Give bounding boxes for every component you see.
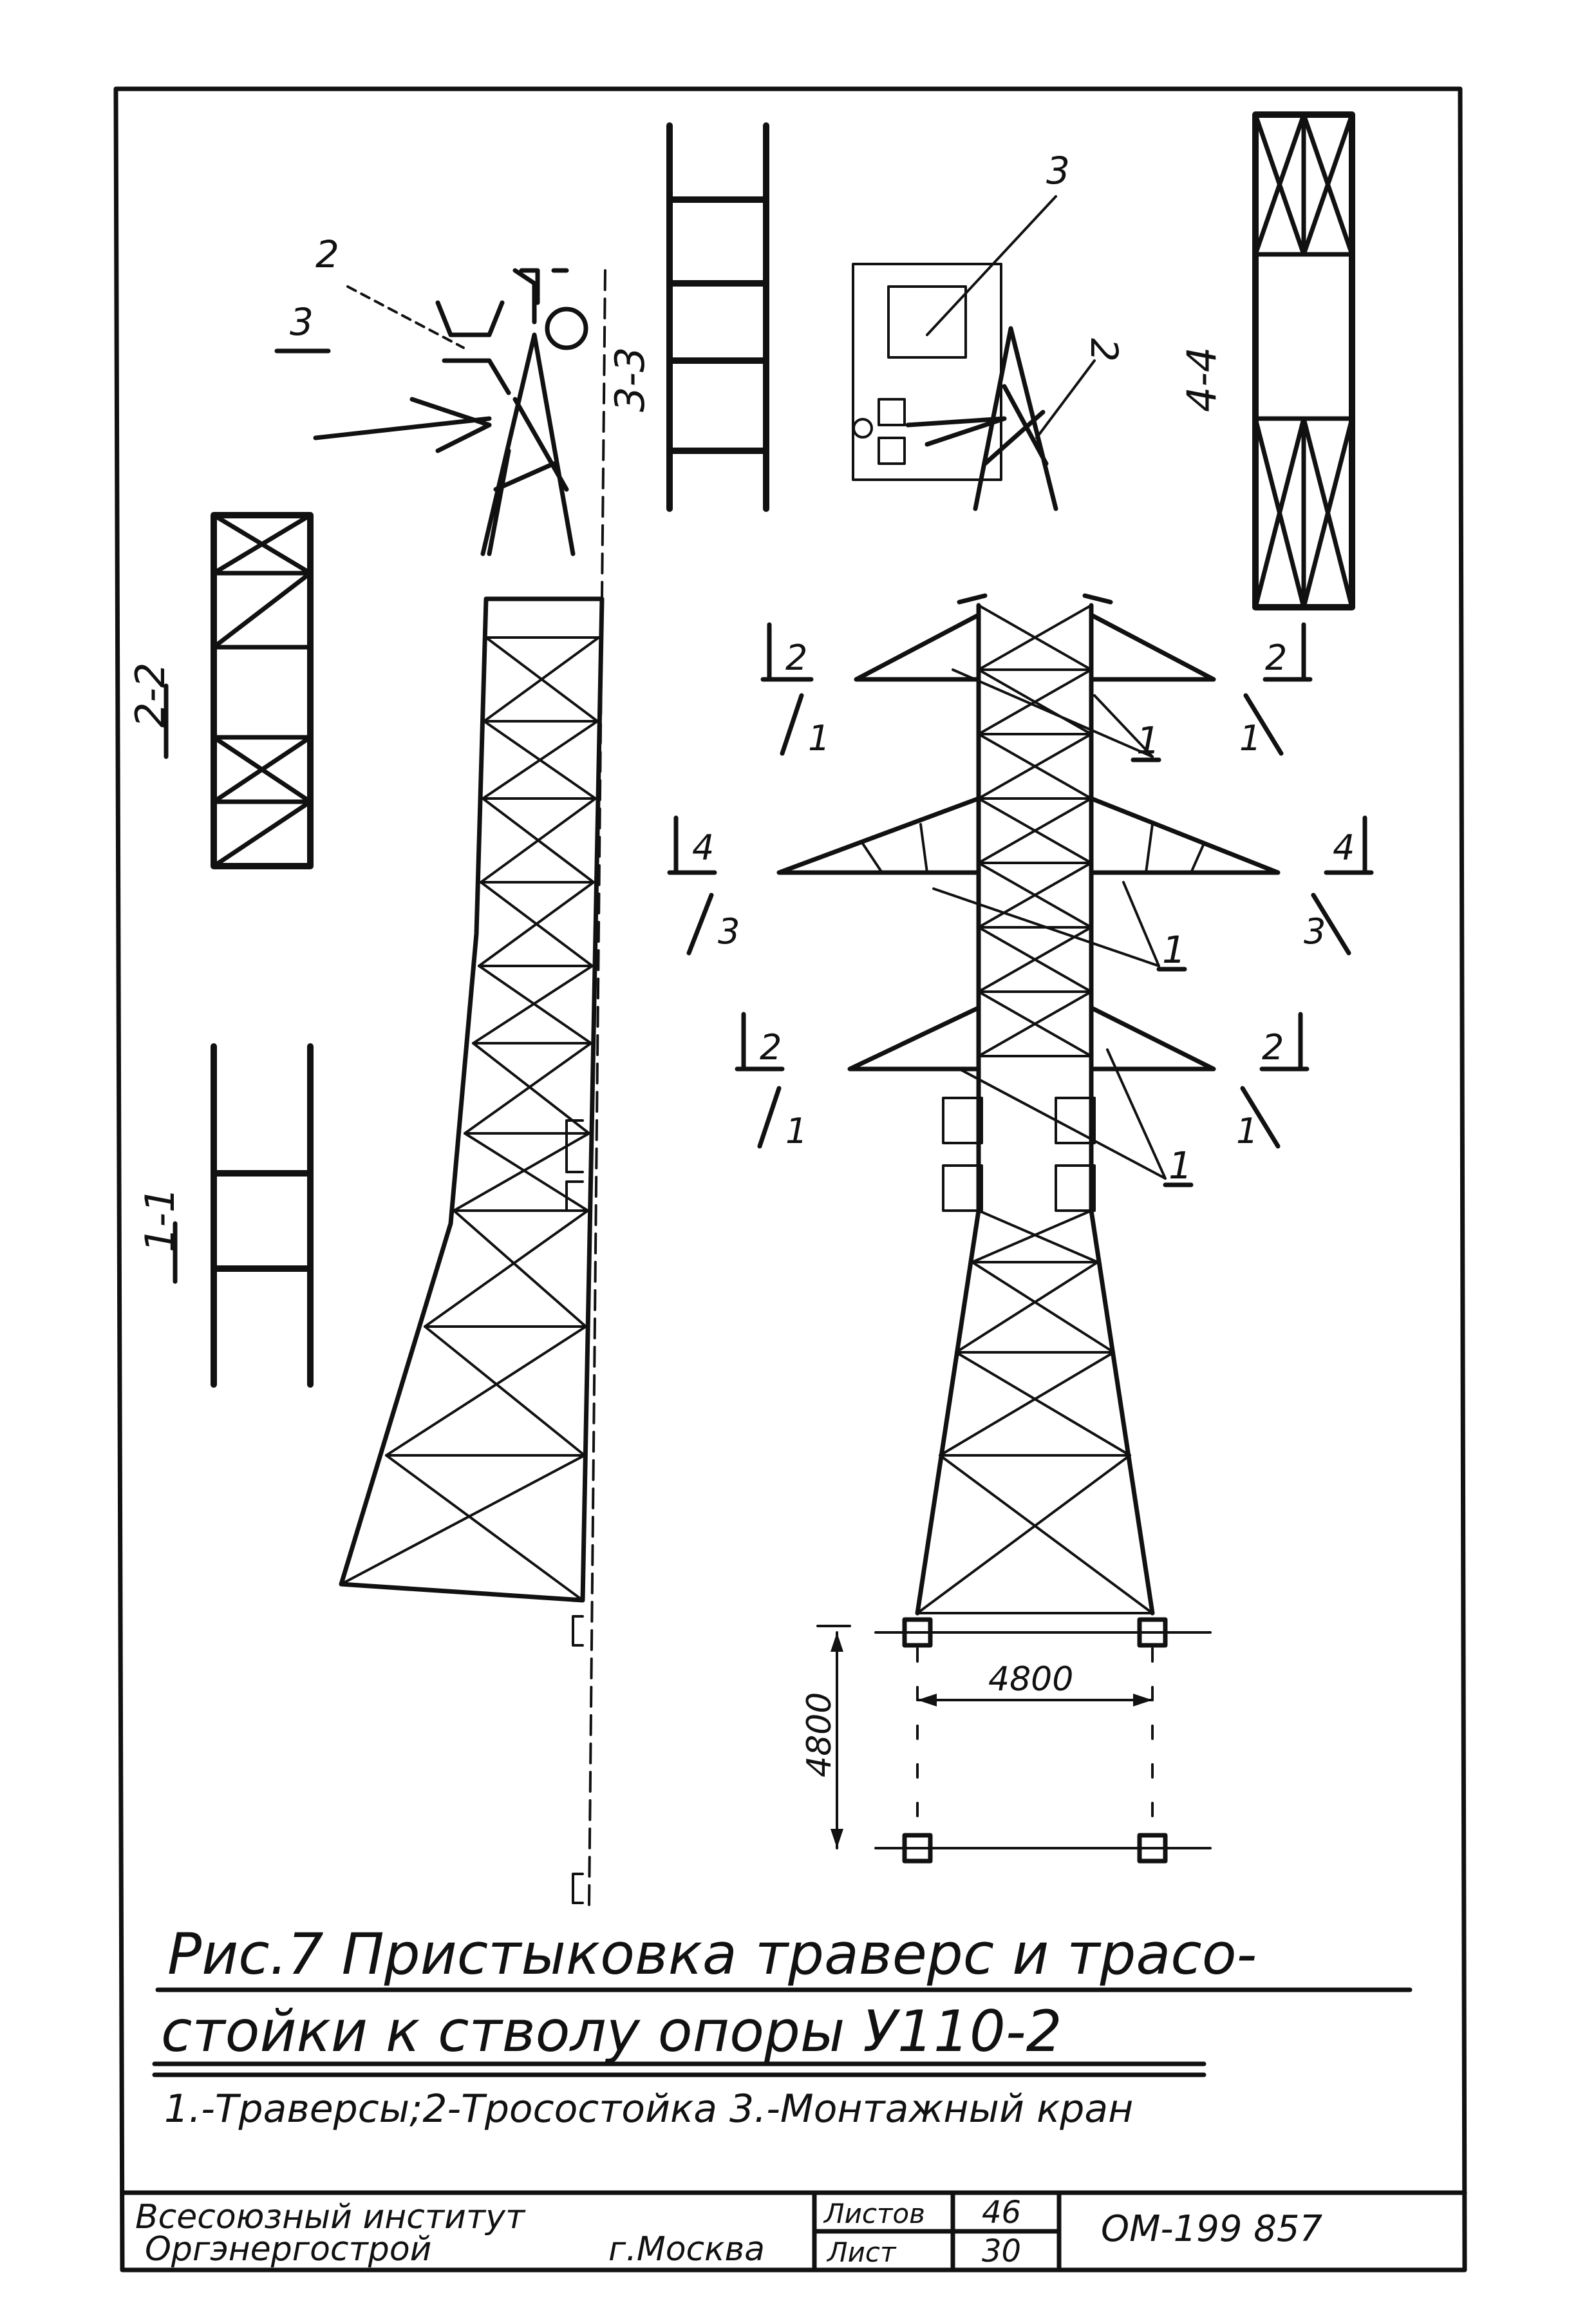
cut-mark-1-upper-left: 1 [808, 718, 830, 759]
callout-2-top: 2 [1082, 338, 1126, 362]
drawing-frame [113, 86, 1467, 2273]
dimension-base-depth: 4800 [800, 1692, 839, 1777]
callout-1-top: 1 [1136, 719, 1160, 762]
cut-mark-2-lower-left: 2 [760, 1027, 782, 1068]
section-markers: 2 1 2 1 4 3 4 3 2 1 2 1 [667, 622, 1374, 1151]
title-org-line-1: Всесоюзный институт [135, 2198, 526, 2236]
traverse-callouts: 1 1 1 [932, 668, 1194, 1187]
crane-side-view: 2 3 [274, 232, 588, 556]
cut-mark-2-upper-left: 2 [785, 638, 807, 678]
title-sheets-value: 46 [982, 2195, 1021, 2231]
cut-mark-1-upper-right: 1 [1239, 718, 1261, 759]
section-1-1-view: 1-1 [136, 1043, 314, 1388]
section-4-4-label: 4-4 [1178, 347, 1225, 412]
callout-3-top: 3 [1046, 149, 1070, 193]
cut-mark-3-right: 3 [1304, 911, 1326, 952]
callout-2-crane: 2 [315, 232, 339, 276]
dimension-base-width: 4800 [988, 1660, 1073, 1699]
title-sheet-label: Лист [826, 2236, 897, 2268]
title-city: г.Москва [608, 2230, 765, 2269]
title-block: Всесоюзный институт Оргэнергострой г.Мос… [120, 2190, 1467, 2273]
title-sheets-label: Листов [823, 2198, 925, 2229]
cut-mark-2-upper-right: 2 [1265, 638, 1287, 678]
section-4-4-view: 4-4 [1178, 111, 1355, 610]
tower-side-view [339, 269, 606, 1907]
cut-mark-4-left: 4 [692, 827, 714, 868]
caption-legend: 1.-Траверсы;2-Тросостойка 3.-Монтажный к… [164, 2086, 1133, 2132]
cut-mark-3-left: 3 [718, 911, 740, 952]
cut-mark-4-right: 4 [1333, 827, 1355, 868]
section-3-3-label: 3-3 [606, 347, 653, 412]
cut-mark-2-lower-right: 2 [1262, 1027, 1284, 1068]
callout-3-crane: 3 [290, 300, 314, 344]
section-2-2-view: 2-2 [127, 512, 314, 869]
base-dimensions: 4800 4800 [800, 1625, 1212, 1849]
callout-1-middle: 1 [1162, 928, 1186, 972]
caption-line-1: Рис.7 Пристыковка траверс и трасо- [167, 1921, 1257, 1987]
tower-front-view [776, 593, 1281, 1864]
section-3-3-view: 3-3 [606, 122, 769, 512]
title-org-line-2: Оргэнергострой [145, 2230, 431, 2269]
caption-line-2: стойки к стволу опоры У110-2 [161, 1998, 1062, 2065]
crane-top-view: 3 2 [852, 149, 1126, 511]
cut-mark-1-lower-right: 1 [1236, 1111, 1258, 1151]
callout-1-bottom: 1 [1169, 1144, 1192, 1187]
cut-mark-1-lower-left: 1 [785, 1111, 807, 1151]
figure-caption: Рис.7 Пристыковка траверс и трасо- стойк… [152, 1921, 1413, 2132]
title-doc-number: ОМ-199 857 [1101, 2208, 1323, 2250]
title-sheet-value: 30 [982, 2233, 1021, 2269]
